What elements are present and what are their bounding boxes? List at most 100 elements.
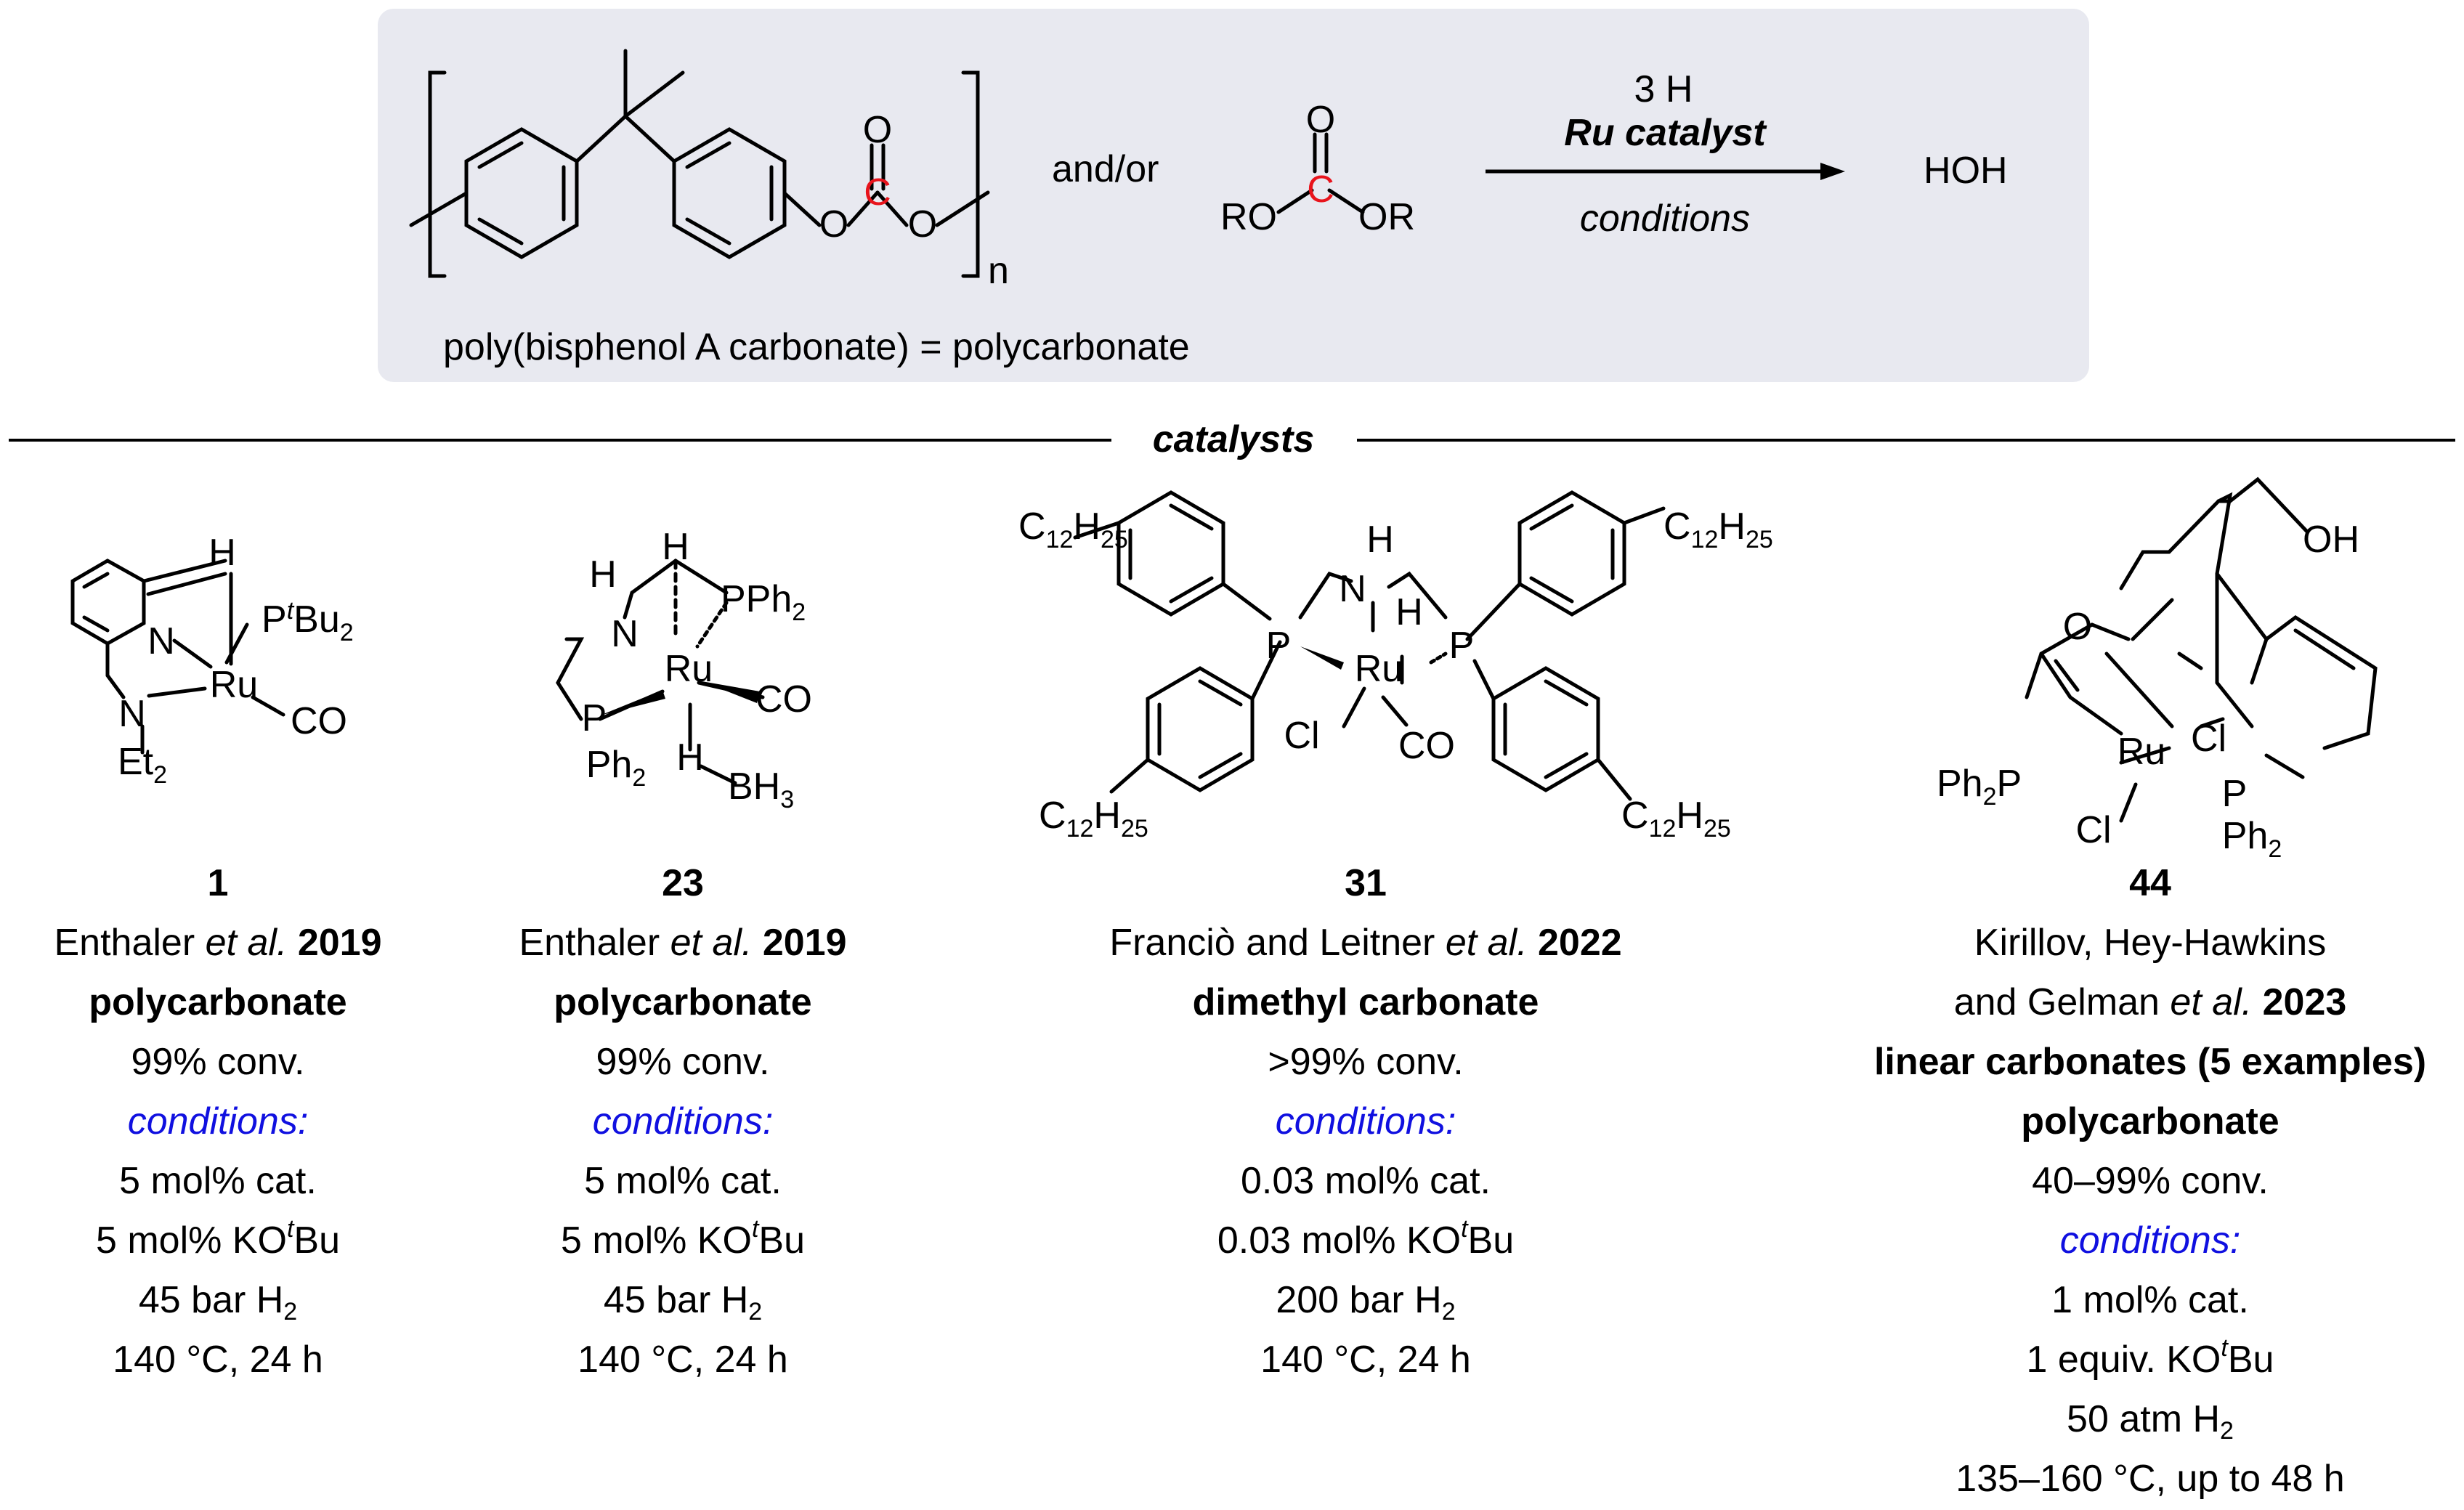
svg-text:Et2: Et2	[118, 741, 167, 789]
catalyst-44-card: 44 Kirillov, Hey-Hawkins and Gelman et al…	[1831, 853, 2464, 1509]
svg-text:Ru: Ru	[665, 648, 713, 690]
catalyst-1-structure: H PtBu2 N Ru CO N Et2	[70, 532, 354, 789]
catalyst-detail-line: linear carbonates (5 examples)	[1873, 1041, 2427, 1083]
svg-text:Ph2: Ph2	[2222, 815, 2282, 863]
svg-text:Ph2P: Ph2P	[1937, 763, 2022, 811]
catalyst-23-card: 23 Enthaler et al. 2019 polycarbonate 99% …	[479, 853, 886, 1389]
svg-text:Cl: Cl	[2191, 718, 2226, 760]
product-methanol: CH3OH	[1924, 150, 2008, 192]
svg-text:CO: CO	[755, 678, 812, 721]
carbonate-R-left: RO	[1220, 196, 1277, 238]
catalyst-detail-line: 200 bar H2	[1276, 1279, 1456, 1326]
svg-text:Ru: Ru	[1355, 648, 1403, 690]
catalyst-number: 1	[207, 862, 229, 904]
catalyst-23-structure: H H N PPh2 Ru CO P Ph2 H BH3	[556, 526, 812, 813]
svg-text:H: H	[1395, 591, 1423, 633]
polycarbonate-structure	[409, 49, 990, 278]
catalyst-detail-line: Enthaler et al. 2019	[519, 922, 847, 964]
reaction-arrow	[1486, 163, 1845, 180]
catalyst-number: 23	[662, 862, 704, 904]
catalyst-number: 44	[2129, 862, 2171, 904]
svg-text:CO: CO	[1398, 725, 1455, 767]
catalyst-44-structure: OH O Ru Cl Cl Ph2P P Ph2	[1937, 476, 2378, 863]
catalyst-detail-line: 99% conv.	[131, 1041, 305, 1083]
svg-text:PtBu2: PtBu2	[262, 597, 354, 646]
catalyst-detail-line: 1 equiv. KOtBu	[2026, 1334, 2274, 1381]
svg-text:P: P	[582, 697, 607, 739]
svg-text:O: O	[908, 203, 937, 245]
svg-text:O: O	[2063, 606, 2092, 648]
reagent-above: 3 H2	[1634, 68, 1693, 110]
catalyst-detail-line: 45 bar H2	[603, 1279, 763, 1326]
catalyst-detail-line: 140 °C, 24 h	[113, 1339, 323, 1381]
catalyst-details: Franciò and Leitner et al. 2022 dimethyl …	[1046, 913, 1685, 1389]
catalyst-detail-line: conditions:	[592, 1100, 774, 1142]
dialkyl-carbonate-structure	[1276, 132, 1365, 214]
reaction-panel	[378, 9, 2089, 382]
catalyst-detail-line: 45 bar H2	[138, 1279, 298, 1326]
conditions-label: conditions	[1580, 198, 1750, 240]
svg-text:H: H	[1366, 519, 1394, 561]
svg-text:O: O	[819, 203, 848, 245]
catalyst-detail-line: polycarbonate	[554, 981, 812, 1023]
catalyst-detail-line: and Gelman et al. 2023	[1953, 981, 2347, 1023]
catalyst-detail-line: 1 mol% cat.	[2051, 1279, 2249, 1321]
svg-text:Cl: Cl	[1284, 715, 1319, 757]
svg-text:H: H	[676, 736, 704, 779]
svg-text:H: H	[662, 526, 689, 568]
catalyst-detail-line: conditions:	[2059, 1219, 2241, 1262]
catalyst-detail-line: polycarbonate	[89, 981, 347, 1023]
catalyst-detail-line: 5 mol% cat.	[119, 1160, 317, 1202]
svg-text:Cl: Cl	[2075, 809, 2111, 851]
carbonate-R-right: OR	[1358, 196, 1415, 238]
svg-text:CO: CO	[291, 700, 347, 742]
catalyst-details: Enthaler et al. 2019 polycarbonate 99% con…	[479, 913, 886, 1389]
catalyst-detail-line: >99% conv.	[1268, 1041, 1464, 1083]
catalyst-detail-line: 40–99% conv.	[2032, 1160, 2269, 1202]
svg-text:H: H	[208, 532, 236, 574]
svg-text:P: P	[2222, 773, 2248, 815]
svg-text:C: C	[1307, 169, 1334, 211]
catalyst-detail-line: conditions:	[1275, 1100, 1456, 1142]
repeat-index: n	[988, 250, 1009, 292]
svg-text:N: N	[611, 613, 639, 655]
catalyst-detail-line: 99% conv.	[596, 1041, 770, 1083]
svg-text:H: H	[589, 553, 617, 596]
svg-text:C: C	[864, 171, 891, 214]
catalyst-detail-line: 0.03 mol% cat.	[1241, 1160, 1491, 1202]
svg-text:O: O	[1306, 99, 1335, 141]
svg-text:P: P	[1449, 625, 1475, 667]
svg-text:C12H25: C12H25	[1039, 795, 1148, 843]
svg-text:OH: OH	[2303, 519, 2359, 561]
svg-text:N: N	[118, 693, 146, 735]
catalyst-detail-line: polycarbonate	[2021, 1100, 2279, 1142]
svg-text:C12H25: C12H25	[1663, 506, 1773, 553]
svg-text:C12H25: C12H25	[1018, 506, 1128, 553]
svg-text:Ru: Ru	[210, 664, 258, 706]
svg-text:Ru: Ru	[2118, 731, 2165, 773]
catalyst-label: Ru catalyst	[1564, 112, 1767, 154]
catalyst-31-structure: C12H25 C12H25 C12H25 C12H25 H N H Ru P P…	[1018, 490, 1773, 843]
connector-text: and/or	[1052, 148, 1159, 190]
svg-text:N: N	[147, 620, 175, 662]
catalyst-detail-line: dimethyl carbonate	[1192, 981, 1539, 1023]
catalyst-detail-line: 140 °C, 24 h	[578, 1339, 788, 1381]
svg-text:C12H25: C12H25	[1621, 795, 1731, 843]
catalyst-details: Kirillov, Hey-Hawkins and Gelman et al. 2…	[1831, 913, 2464, 1509]
catalyst-detail-line: Enthaler et al. 2019	[54, 922, 382, 964]
svg-text:P: P	[1266, 625, 1292, 667]
catalyst-detail-line: conditions:	[127, 1100, 309, 1142]
section-title: catalysts	[1153, 418, 1315, 460]
polymer-caption: poly(bisphenol A carbonate) = polycarbon…	[443, 326, 1190, 368]
catalyst-detail-line: Franciò and Leitner et al. 2022	[1109, 922, 1622, 964]
catalyst-detail-line: 5 mol% KOtBu	[560, 1215, 806, 1262]
svg-text:O: O	[863, 109, 892, 151]
catalyst-detail-line: Kirillov, Hey-Hawkins	[1974, 922, 2327, 964]
catalyst-detail-line: 5 mol% cat.	[584, 1160, 782, 1202]
catalyst-detail-line: 140 °C, 24 h	[1260, 1339, 1471, 1381]
catalyst-detail-line: 5 mol% KOtBu	[95, 1215, 341, 1262]
catalyst-detail-line: 135–160 °C, up to 48 h	[1956, 1458, 2345, 1500]
svg-text:BH3: BH3	[728, 766, 794, 813]
svg-text:Ph2: Ph2	[586, 744, 647, 792]
